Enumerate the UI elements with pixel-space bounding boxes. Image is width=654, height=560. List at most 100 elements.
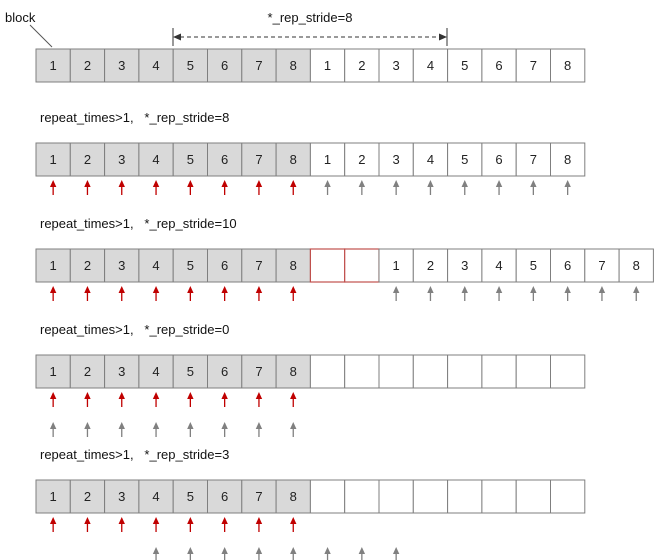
row-cell-label: 6	[221, 364, 228, 379]
row-cell	[344, 248, 380, 283]
stride-arrowhead-left	[173, 33, 181, 41]
red-arrow-head	[84, 180, 91, 187]
red-arrow-head	[49, 517, 57, 524]
row-cell	[35, 142, 71, 177]
red-arrow-head	[187, 392, 194, 399]
top-cell	[412, 48, 449, 83]
row-cell-label: 8	[633, 258, 640, 273]
row-cell-label: 6	[221, 258, 228, 273]
row-cell	[481, 142, 517, 177]
red-arrow-head	[290, 517, 297, 524]
gray-arrow-head	[530, 180, 537, 187]
top-cell	[515, 48, 552, 83]
row-cell-label: 7	[530, 152, 537, 167]
gray-arrow-head	[324, 180, 331, 187]
red-arrow-head	[152, 517, 160, 524]
top-cell-label: 3	[118, 58, 125, 73]
top-cell-label: 8	[564, 58, 571, 73]
row-cell	[412, 354, 449, 389]
row-cell	[550, 479, 586, 514]
gray-arrow-head	[49, 422, 57, 429]
row-cell-label: 6	[564, 258, 571, 273]
row-cell-label: 4	[427, 152, 434, 167]
row-cell	[241, 248, 277, 283]
row-cell	[344, 354, 380, 389]
gray-arrow-head	[598, 286, 606, 293]
row-cell	[241, 142, 277, 177]
stride-label: *_rep_stride=8	[268, 10, 353, 25]
top-cell-label: 5	[461, 58, 468, 73]
row-cell-label: 6	[495, 152, 502, 167]
row-cell	[447, 142, 483, 177]
gray-arrow-head	[290, 547, 297, 554]
row-cell-label: 3	[393, 152, 400, 167]
row-cell-label: 7	[255, 489, 262, 504]
row-cell	[618, 248, 654, 283]
row-cell	[550, 142, 586, 177]
row-cell-label: 7	[255, 258, 262, 273]
row-cell	[550, 354, 586, 389]
red-arrow-head	[49, 286, 57, 293]
gray-arrow-head	[187, 422, 194, 429]
row-cell-label: 6	[221, 152, 228, 167]
block-label: block	[5, 10, 36, 25]
row-cell	[515, 479, 552, 514]
row-cell-label: 1	[50, 364, 57, 379]
top-cell-label: 1	[50, 58, 57, 73]
row-cell	[447, 479, 483, 514]
row-cell	[309, 248, 346, 283]
gray-arrow-head	[290, 422, 297, 429]
stride-arrowhead-right	[439, 33, 447, 41]
red-arrow-head	[49, 392, 57, 399]
row-cell	[172, 142, 208, 177]
block-pointer-line	[29, 24, 53, 48]
red-arrow-head	[152, 286, 160, 293]
red-arrow-head	[152, 180, 160, 187]
row-cell-label: 8	[290, 489, 297, 504]
red-arrow-head	[118, 286, 125, 293]
red-arrow-head	[290, 180, 297, 187]
red-arrow-head	[221, 180, 228, 187]
row-cell	[344, 142, 380, 177]
gray-arrow-head	[495, 286, 503, 293]
red-arrow-head	[290, 392, 297, 399]
row-cell-label: 1	[50, 152, 57, 167]
top-cell-label: 5	[187, 58, 194, 73]
row-cell-label: 1	[324, 152, 331, 167]
row-cell	[138, 142, 174, 177]
row-cell-label: 5	[187, 489, 194, 504]
row-cell-label: 2	[84, 489, 91, 504]
gray-arrow-head	[255, 422, 263, 429]
row-cell-label: 4	[152, 258, 159, 273]
gray-arrow-head	[564, 180, 571, 187]
gray-arrow-head	[221, 422, 228, 429]
row-cell	[275, 248, 311, 283]
top-cell	[104, 48, 140, 83]
top-cell-label: 2	[84, 58, 91, 73]
row-cell-label: 6	[221, 489, 228, 504]
row-cell-label: 4	[495, 258, 502, 273]
red-arrow-head	[118, 517, 125, 524]
top-cell-label: 6	[221, 58, 228, 73]
top-cell-label: 1	[324, 58, 331, 73]
red-arrow-head	[290, 286, 297, 293]
row-cell	[515, 248, 552, 283]
row-cell	[447, 248, 483, 283]
gray-arrow-head	[84, 422, 91, 429]
row-cell-label: 4	[152, 364, 159, 379]
row-cell	[344, 479, 380, 514]
top-cell-label: 3	[393, 58, 400, 73]
row-cell	[447, 354, 483, 389]
red-arrow-head	[255, 517, 263, 524]
row-cell-label: 3	[118, 364, 125, 379]
row-cell-label: 5	[461, 152, 468, 167]
row-cell-label: 2	[84, 152, 91, 167]
row-cell-label: 2	[427, 258, 434, 273]
row-cell-label: 4	[152, 152, 159, 167]
red-arrow-head	[84, 286, 91, 293]
